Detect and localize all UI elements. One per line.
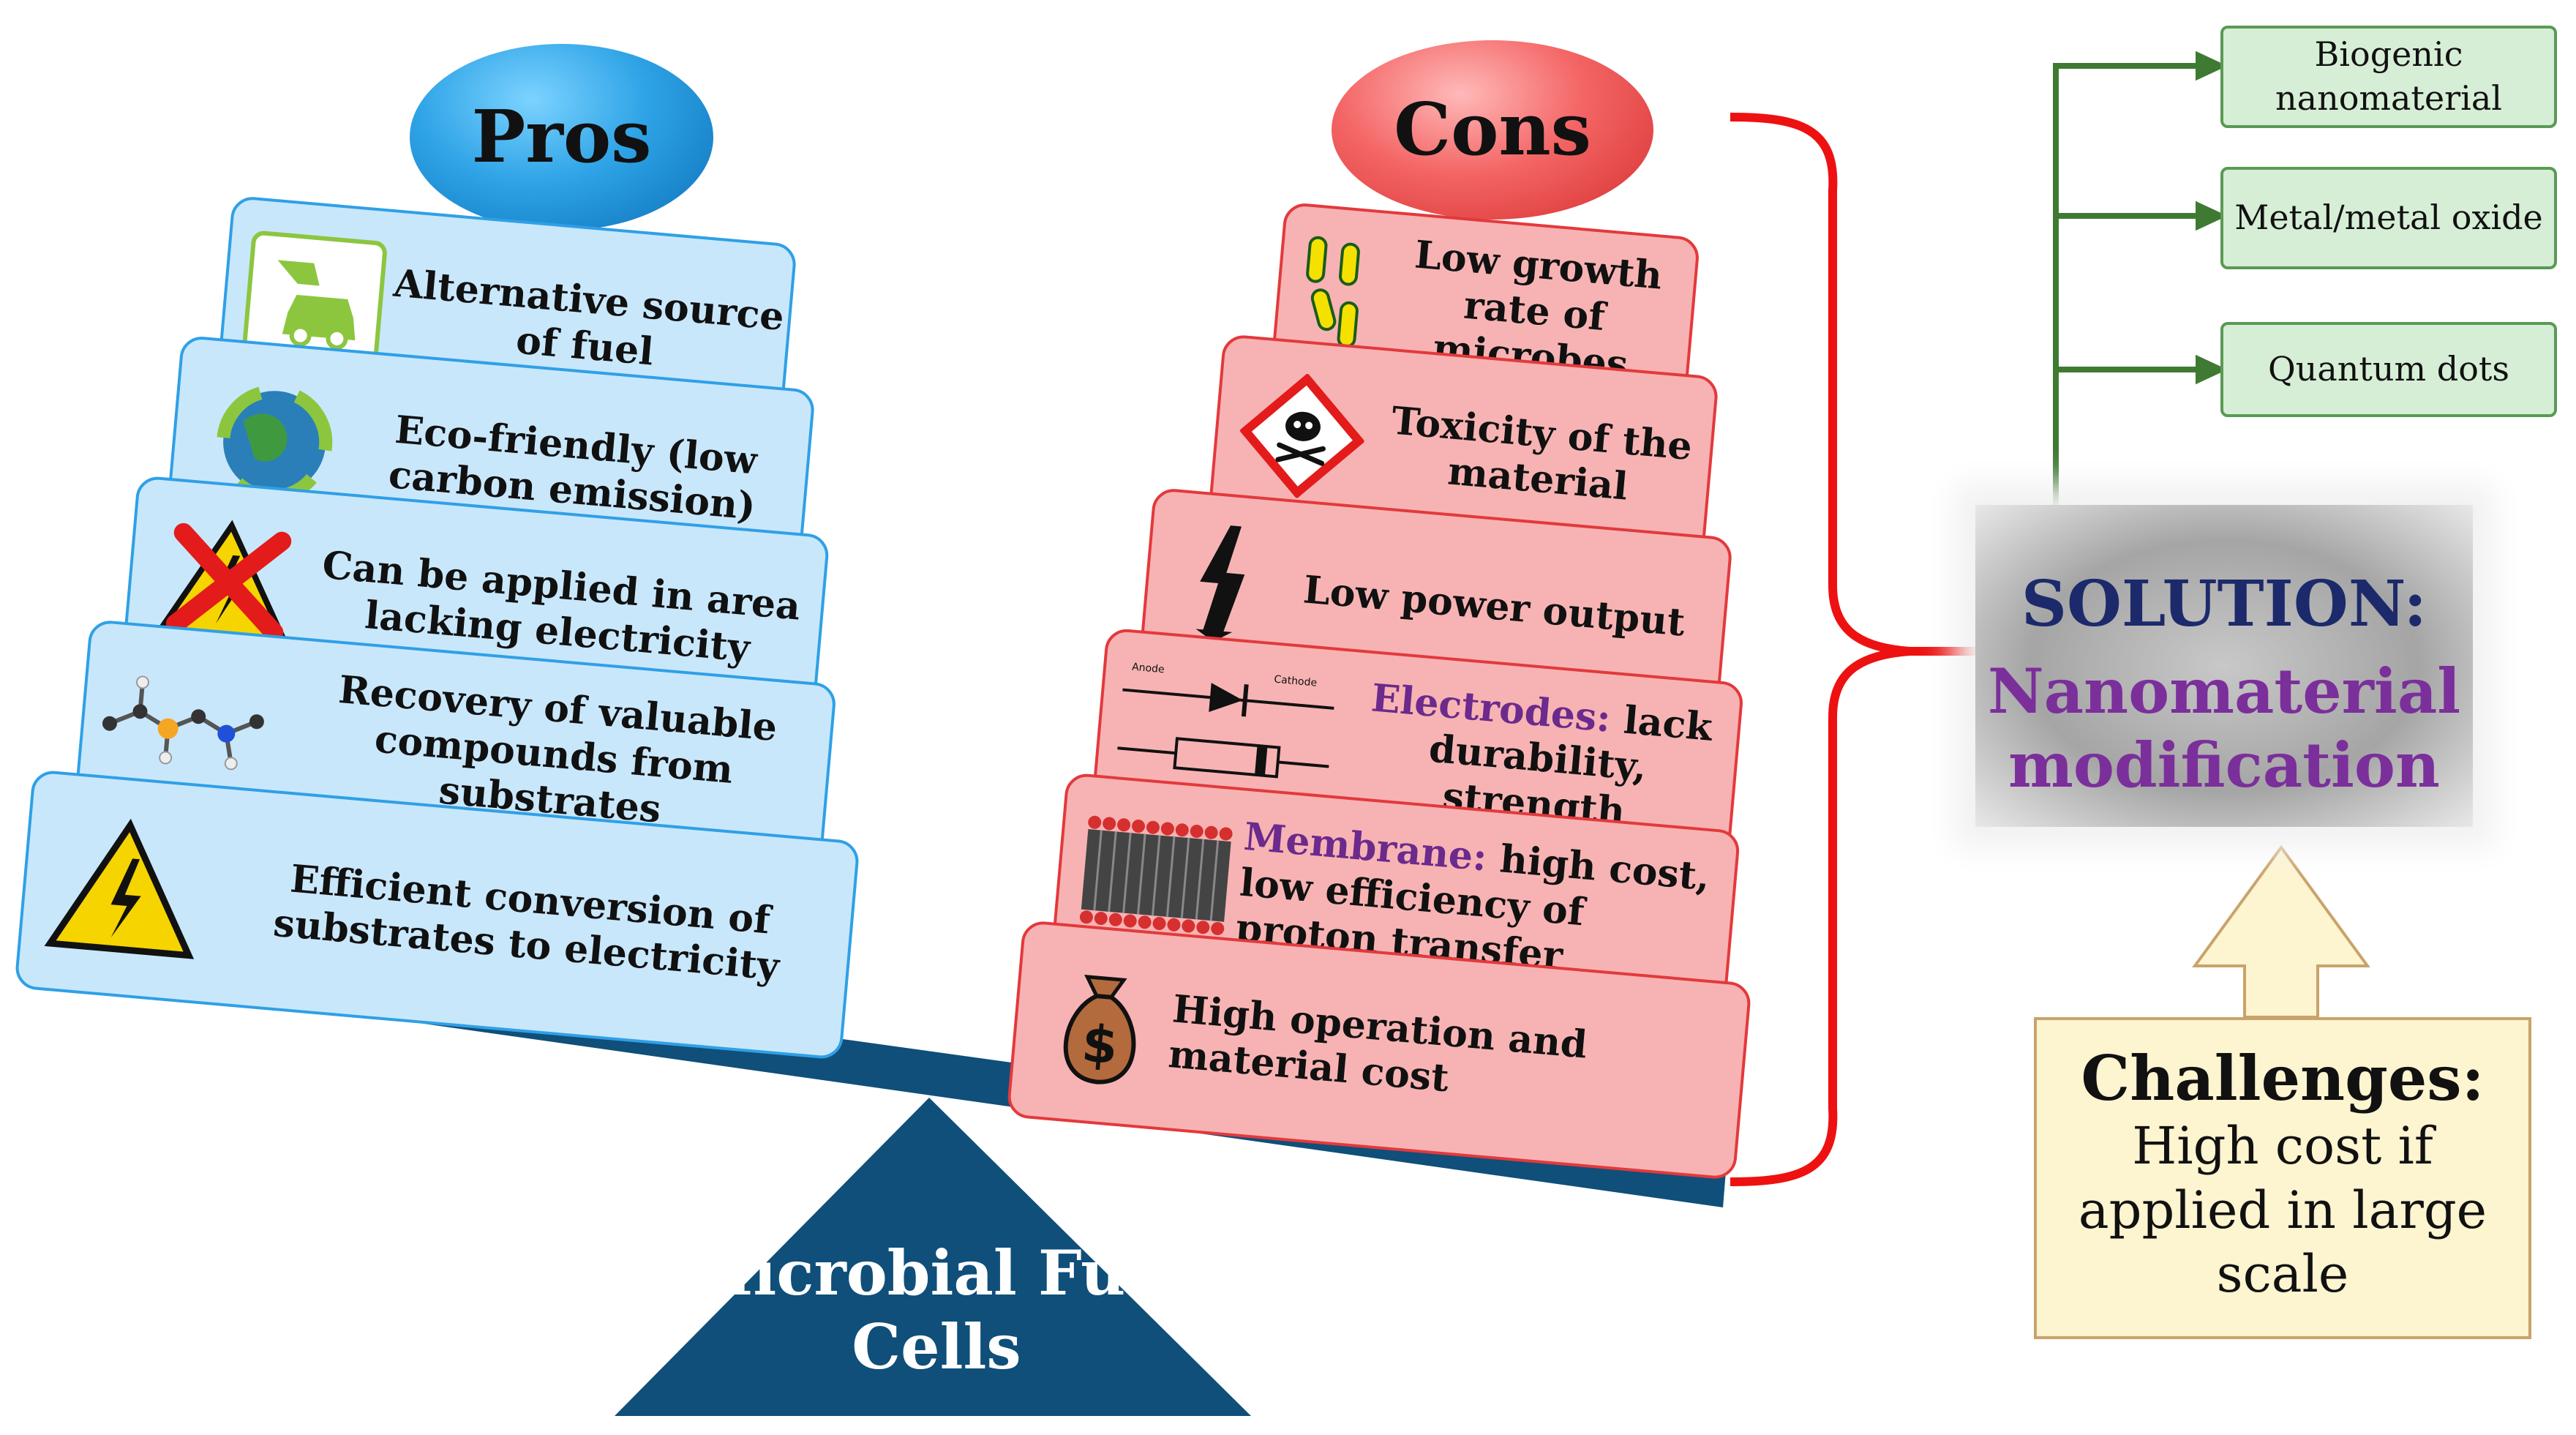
money-bag-icon: $ <box>1026 958 1176 1094</box>
challenges-box: Challenges: High cost if applied in larg… <box>2034 1017 2531 1339</box>
con-item-cost: $ High operation and material cost <box>1006 919 1752 1181</box>
pros-title: Pros <box>471 95 652 179</box>
con-item-toxicity-text: Toxicity of the material <box>1389 398 1694 509</box>
svg-text:$: $ <box>1079 1014 1120 1076</box>
solution-subtitle: Nanomaterial modification <box>1987 655 2461 801</box>
electrode-diagram-icon: Anode Cathode <box>1103 652 1348 811</box>
lipid-membrane-icon <box>1067 806 1245 945</box>
con-item-toxicity: Toxicity of the material <box>1206 333 1720 567</box>
toxic-skull-icon <box>1228 368 1377 504</box>
up-arrow <box>2192 844 2370 1019</box>
high-voltage-warning-icon <box>35 811 215 964</box>
challenges-text: High cost if applied in large scale <box>2078 1116 2487 1304</box>
lightning-bolt-icon <box>1173 517 1271 649</box>
anode-label: Anode <box>1132 661 1165 675</box>
cons-header: Cons <box>1332 40 1653 220</box>
con-item-power: Low power output <box>1138 487 1734 717</box>
no-electricity-warning-icon <box>149 512 305 648</box>
solution-box: SOLUTION: Nanomaterial modification <box>1975 505 2473 827</box>
pros-header: Pros <box>410 44 713 231</box>
pro-item-recovery: Recovery of valuable compounds from subs… <box>73 618 838 874</box>
challenges-title: Challenges: <box>2081 1042 2485 1114</box>
bacteria-icon <box>1286 228 1384 360</box>
solution-title: SOLUTION: <box>2021 567 2427 641</box>
pro-item-no-electricity: Can be applied in area lacking electrici… <box>121 475 830 729</box>
option-connectors <box>2053 50 2228 512</box>
con-item-cost-text: High operation and material cost <box>1166 986 1589 1101</box>
con-item-power-text: Low power output <box>1301 567 1687 645</box>
fuel-pump-car-icon <box>236 228 394 372</box>
pro-item-conversion: Efficient conversion of substrates to el… <box>14 769 860 1060</box>
option-metal-oxide: Metal/metal oxide <box>2220 167 2557 269</box>
fulcrum-triangle <box>615 1098 1251 1416</box>
option-biogenic: Biogenic nanomaterial <box>2220 26 2557 128</box>
con-item-growth: Low growth rate of microbes <box>1269 201 1701 413</box>
con-item-electrodes: Anode Cathode Electrodes: lack durabilit… <box>1090 627 1745 869</box>
cons-title: Cons <box>1394 88 1591 172</box>
con-item-membrane: Membrane: high cost, low efficiency of p… <box>1050 772 1741 1021</box>
pro-item-fuel: Alternative source of fuel <box>215 195 798 438</box>
option-quantum-dots: Quantum dots <box>2220 322 2557 417</box>
microbial-fuel-cells-label: Microbial Fuel Cells <box>685 1237 1188 1383</box>
pro-item-conversion-text: Efficient conversion of substrates to el… <box>271 856 781 989</box>
cathode-label: Cathode <box>1274 673 1318 689</box>
cons-bracket <box>1730 113 1983 1186</box>
molecule-icon <box>88 664 286 782</box>
